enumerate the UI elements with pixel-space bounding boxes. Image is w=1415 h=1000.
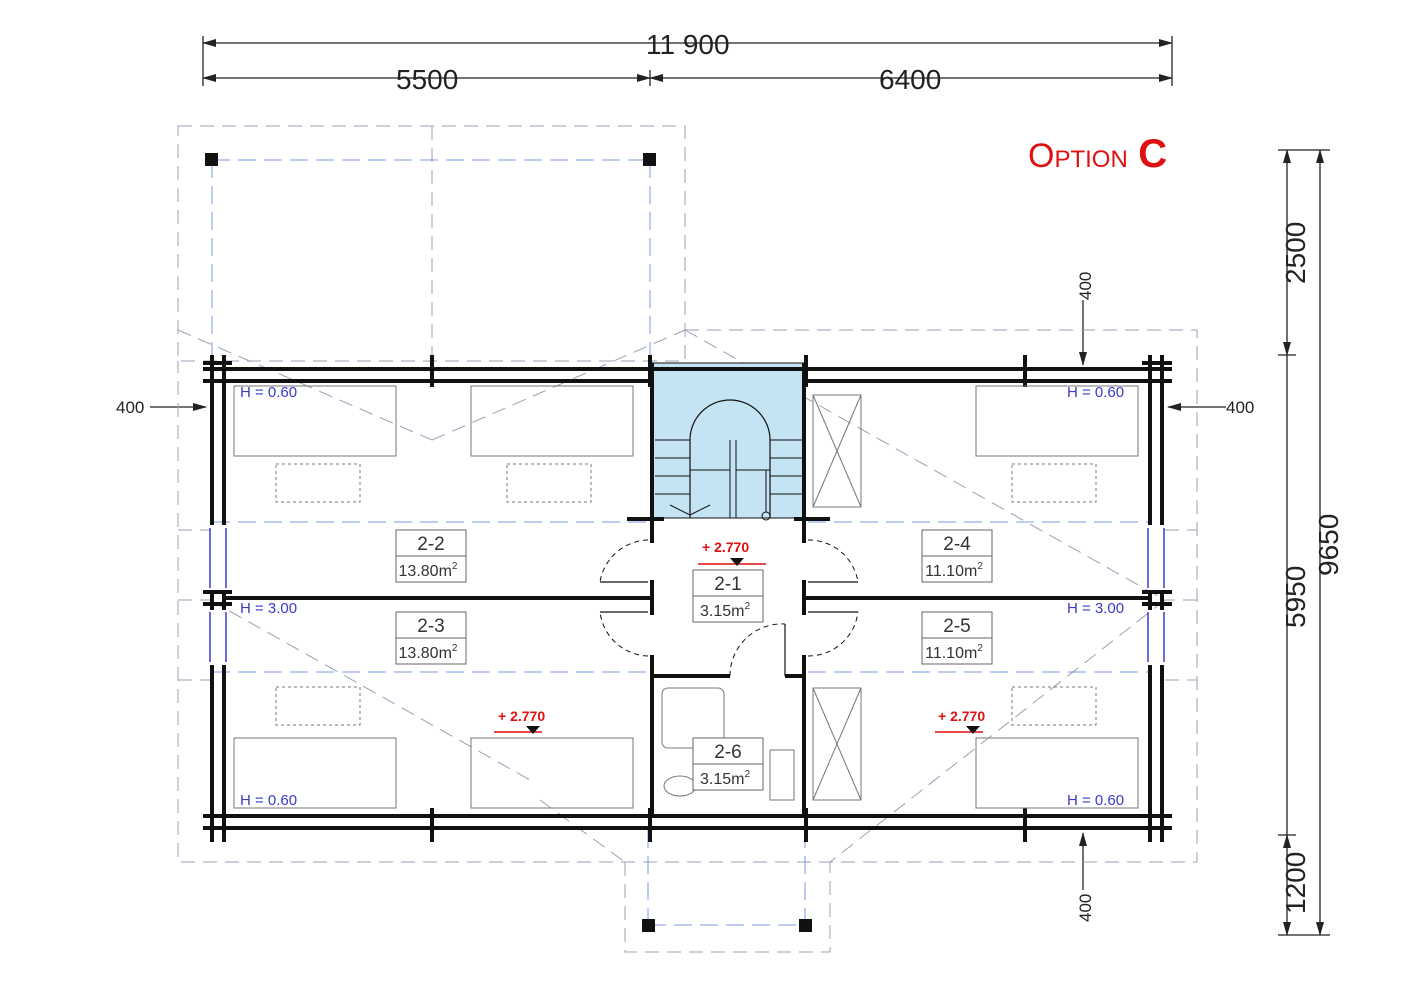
dim-total-width: 11 900 [646,29,730,60]
height-label-bl: H = 0.60 [240,792,297,809]
level-mark-corridor: + 2.770 [702,539,749,555]
height-label-mr: H = 3.00 [1067,600,1124,617]
dim-main-depth: 5950 [1280,566,1311,628]
room-2-3-id: 2-3 [417,616,444,637]
room-2-1-id: 2-1 [714,574,741,595]
dim-right-width: 6400 [879,64,941,95]
windows [209,528,1165,662]
dim-overhang-bottom: 400 [1076,894,1095,922]
level-mark-room-2-3: + 2.770 [498,708,545,724]
option-letter: C [1138,132,1167,176]
dim-overhang-left: 400 [116,398,144,417]
room-2-5-id: 2-5 [943,616,970,637]
dim-left-width: 5500 [396,64,458,95]
level-mark-room-2-5: + 2.770 [938,708,985,724]
room-label-boxes [395,529,993,791]
room-2-4-area: 11.10m2 [925,561,983,580]
room-2-6-area: 3.15m2 [700,769,750,788]
staircase [651,362,805,521]
doors [599,539,859,677]
posts [205,153,812,932]
room-2-1-area: 3.15m2 [700,601,750,620]
height-label-tl: H = 0.60 [240,384,297,401]
height-label-ml: H = 3.00 [240,600,297,617]
room-2-6-id: 2-6 [714,742,741,763]
height-label-br: H = 0.60 [1067,792,1124,809]
room-2-2-area: 13.80m2 [399,561,458,580]
dim-bottom-projection: 1200 [1280,852,1311,914]
dim-total-depth: 9650 [1313,514,1344,576]
dim-overhang-top: 400 [1076,272,1095,300]
furniture [233,385,1139,809]
option-title: Option C [1028,132,1167,176]
walls [203,355,1172,842]
wall-joints [203,355,1172,842]
room-2-3-area: 13.80m2 [399,643,458,662]
room-2-5-area: 11.10m2 [925,643,983,662]
height-label-tr: H = 0.60 [1067,384,1124,401]
room-2-4-id: 2-4 [943,534,971,555]
room-2-2-id: 2-2 [417,534,444,555]
dim-top-projection: 2500 [1280,222,1311,284]
axis-lines [211,159,1150,926]
dim-overhang-right: 400 [1226,398,1254,417]
level-markers [494,558,983,734]
option-word: Option [1028,137,1128,175]
